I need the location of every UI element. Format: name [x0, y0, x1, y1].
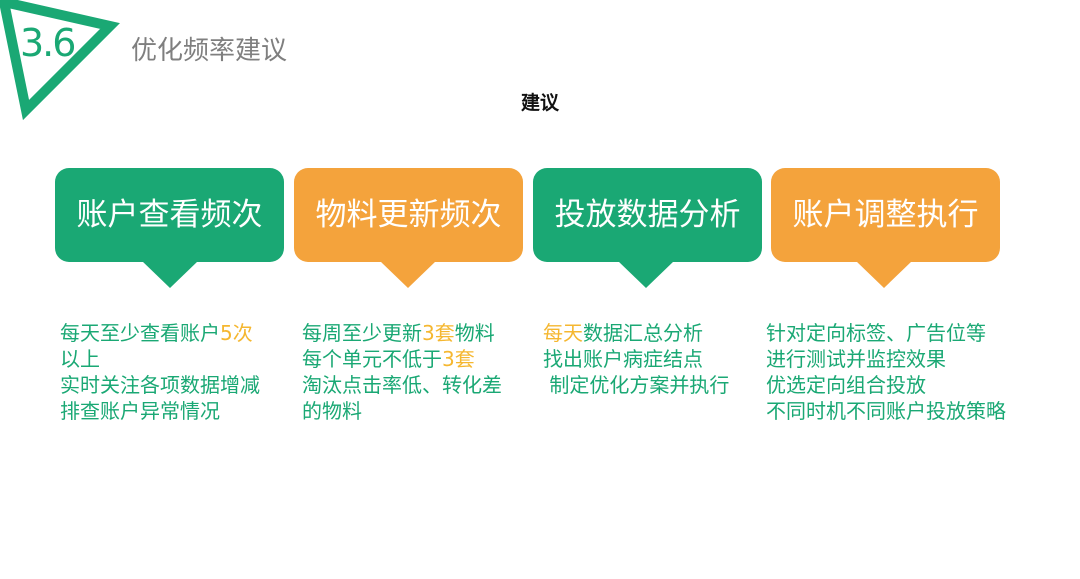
card-pointer	[380, 261, 436, 288]
desc-line: 每天至少查看账户5次	[60, 321, 253, 345]
desc-line: 每周至少更新3套物料	[302, 321, 495, 345]
card-title: 物料更新频次	[315, 196, 502, 233]
card-delivery-data-analysis: 投放数据分析	[533, 168, 762, 262]
desc-line: 每天数据汇总分析	[543, 321, 703, 345]
desc-line: 实时关注各项数据增减	[60, 373, 260, 397]
desc-line: 以上	[60, 347, 100, 371]
card-account-check-frequency: 账户查看频次	[55, 168, 284, 262]
desc-line: 制定优化方案并执行	[543, 373, 730, 397]
section-triangle-icon	[0, 0, 120, 120]
card-material-update-frequency: 物料更新频次	[294, 168, 523, 262]
desc-line: 不同时机不同账户投放策略	[766, 399, 1006, 423]
card-pointer	[142, 261, 198, 288]
desc-line: 针对定向标签、广告位等	[766, 321, 986, 345]
card-account-adjustment-execution: 账户调整执行	[771, 168, 1000, 262]
subtitle: 建议	[520, 92, 559, 114]
desc-line: 每个单元不低于3套	[302, 347, 475, 371]
section-title: 优化频率建议	[131, 36, 288, 66]
card-title: 账户调整执行	[792, 196, 979, 233]
card-description: 每天至少查看账户5次 以上 实时关注各项数据增减 排查账户异常情况	[60, 320, 260, 424]
desc-line: 淘汰点击率低、转化差	[302, 373, 502, 397]
card-description: 每周至少更新3套物料 每个单元不低于3套 淘汰点击率低、转化差 的物料	[302, 320, 502, 424]
desc-line: 优选定向组合投放	[766, 373, 926, 397]
desc-line: 的物料	[302, 399, 362, 423]
card-description: 针对定向标签、广告位等 进行测试并监控效果 优选定向组合投放 不同时机不同账户投…	[766, 320, 1006, 424]
desc-line: 排查账户异常情况	[60, 399, 220, 423]
desc-line: 找出账户病症结点	[543, 347, 703, 371]
section-number: 3.6	[20, 21, 76, 65]
card-title: 账户查看频次	[76, 196, 263, 233]
card-pointer	[856, 261, 912, 288]
card-description: 每天数据汇总分析 找出账户病症结点 制定优化方案并执行	[543, 320, 729, 398]
card-title: 投放数据分析	[554, 196, 741, 233]
desc-line: 进行测试并监控效果	[766, 347, 946, 371]
card-pointer	[618, 261, 674, 288]
